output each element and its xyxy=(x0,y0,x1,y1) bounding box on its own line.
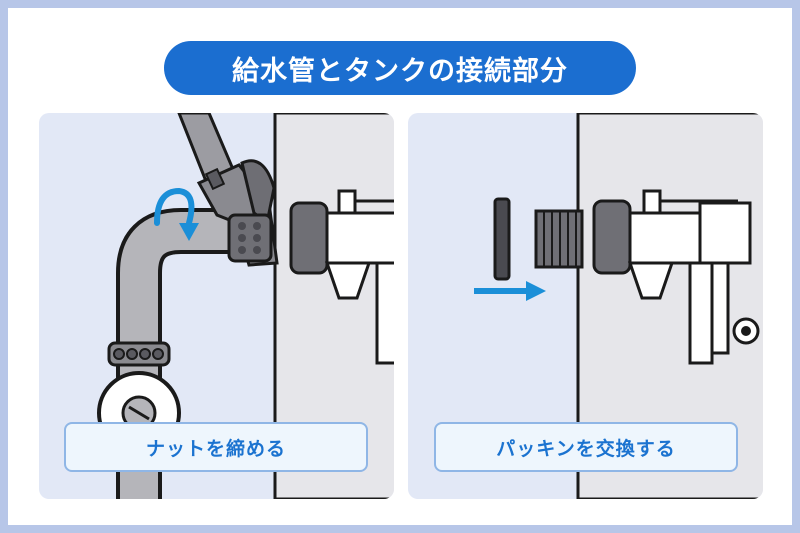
ball-valve-body xyxy=(325,211,394,265)
right-arrow xyxy=(474,281,546,301)
caption-replace-packing: パッキンを交換する xyxy=(434,422,738,472)
ball-valve-body xyxy=(628,211,702,265)
rotate-arrow xyxy=(154,187,199,241)
tank-fitting-nut xyxy=(289,201,329,275)
packing-gasket xyxy=(493,197,511,281)
page-title: 給水管とタンクの接続部分 xyxy=(164,41,636,95)
tank-fitting-nut xyxy=(592,199,632,275)
caption-tighten-nut: ナットを締める xyxy=(64,422,368,472)
connection-nut xyxy=(227,213,273,263)
supply-pipe xyxy=(120,212,239,499)
